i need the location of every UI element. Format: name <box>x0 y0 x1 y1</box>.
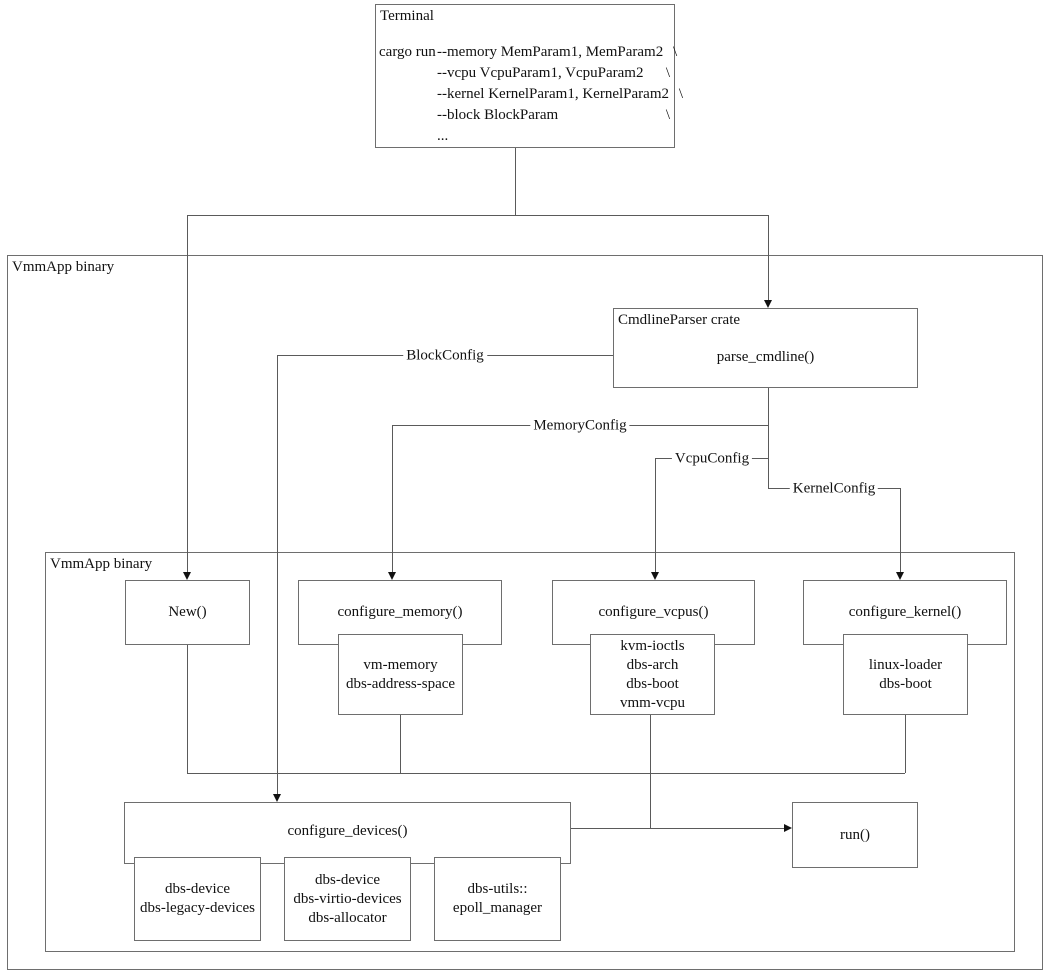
new-fn-label: New() <box>168 604 207 620</box>
devices-legacy-crates-box: dbs-device dbs-legacy-devices <box>134 857 261 941</box>
command-prefix-spacer <box>379 84 437 105</box>
kernel-crates-label: linux-loader dbs-boot <box>868 656 943 692</box>
command-arg: --memory MemParam1, MemParam2 <box>437 44 664 60</box>
devices-legacy-crates-label: dbs-device dbs-legacy-devices <box>140 881 255 916</box>
terminal-command: cargo run --memory MemParam1, MemParam2 … <box>379 42 683 147</box>
command-prefix: cargo run <box>379 44 436 60</box>
edge-to-new <box>187 215 188 573</box>
arrowhead-cmdline-parser-icon <box>764 300 772 308</box>
memory-crates-box: vm-memory dbs-address-space <box>338 634 463 715</box>
command-line: --kernel KernelParam1, KernelParam2 \ <box>379 84 683 105</box>
edge-vcpu-out <box>650 715 651 828</box>
command-prefix-spacer <box>379 105 437 126</box>
arrowhead-new-icon <box>183 572 191 580</box>
run-fn-label: run() <box>840 826 870 843</box>
edge-vcpuconfig-v <box>655 458 656 573</box>
configure-vcpus-box: configure_vcpus() <box>552 580 755 645</box>
edge-new-out <box>187 645 188 773</box>
configure-memory-label: configure_memory() <box>337 604 463 620</box>
edge-kernel-out <box>905 715 906 773</box>
kernel-crates-box: linux-loader dbs-boot <box>843 634 968 715</box>
line-continuation <box>656 126 670 147</box>
configure-vcpus-label: configure_vcpus() <box>598 604 709 620</box>
edge-to-cmdline-parser <box>768 215 769 301</box>
cmdline-parser-box: CmdlineParser crate parse_cmdline() <box>613 308 918 388</box>
command-arg: --block BlockParam <box>437 107 559 123</box>
run-fn-box: run() <box>792 802 918 868</box>
new-fn-box: New() <box>125 580 250 645</box>
arrowhead-run-icon <box>784 824 792 832</box>
vcpu-crates-box: kvm-ioctls dbs-arch dbs-boot vmm-vcpu <box>590 634 715 715</box>
vcpu-crates-label: kvm-ioctls dbs-arch dbs-boot vmm-vcpu <box>620 637 685 711</box>
devices-virtio-crates-label: dbs-device dbs-virtio-devices dbs-alloca… <box>293 871 402 926</box>
edge-terminal-down <box>515 148 516 215</box>
edge-collector <box>187 773 905 774</box>
terminal-box: Terminal cargo run --memory MemParam1, M… <box>375 4 683 148</box>
edge-label-vcpuconfig: VcpuConfig <box>671 450 753 468</box>
line-continuation: \ <box>665 107 670 123</box>
cmdline-parser-title: CmdlineParser crate <box>618 312 741 328</box>
command-arg: --vcpu VcpuParam1, VcpuParam2 <box>437 65 644 81</box>
parse-cmdline-label: parse_cmdline() <box>716 349 815 365</box>
configure-devices-label: configure_devices() <box>287 823 408 839</box>
command-line: --block BlockParam \ <box>379 105 670 126</box>
command-arg: ... <box>437 128 449 144</box>
edge-parser-out <box>768 388 769 488</box>
outer-vmmapp-container: VmmApp binary <box>7 255 1043 970</box>
edge-label-memoryconfig: MemoryConfig <box>530 417 630 435</box>
edge-memoryconfig-v <box>392 425 393 573</box>
inner-vmmapp-container: VmmApp binary <box>45 552 1015 952</box>
line-continuation: \ <box>665 65 670 81</box>
terminal-title: Terminal <box>380 8 434 24</box>
arrowhead-configure-memory-icon <box>388 572 396 580</box>
arrowhead-configure-vcpus-icon <box>651 572 659 580</box>
command-line: cargo run --memory MemParam1, MemParam2 … <box>379 42 677 63</box>
command-prefix-spacer <box>379 126 437 147</box>
edge-label-kernelconfig: KernelConfig <box>789 480 879 498</box>
command-line: --vcpu VcpuParam1, VcpuParam2 \ <box>379 63 670 84</box>
outer-vmmapp-label: VmmApp binary <box>12 259 115 275</box>
devices-virtio-crates-box: dbs-device dbs-virtio-devices dbs-alloca… <box>284 857 411 941</box>
arrowhead-configure-kernel-icon <box>896 572 904 580</box>
devices-utils-crates-box: dbs-utils:: epoll_manager <box>434 857 561 941</box>
edge-kernelconfig-v <box>900 488 901 573</box>
inner-vmmapp-label: VmmApp binary <box>50 556 153 572</box>
configure-kernel-label: configure_kernel() <box>848 604 962 620</box>
devices-utils-crates-label: dbs-utils:: epoll_manager <box>452 881 543 916</box>
line-continuation: \ <box>673 44 678 60</box>
memory-crates-label: vm-memory dbs-address-space <box>345 656 456 692</box>
edge-label-blockconfig: BlockConfig <box>403 347 487 365</box>
arrowhead-configure-devices-icon <box>273 794 281 802</box>
command-arg: --kernel KernelParam1, KernelParam2 <box>437 86 669 102</box>
command-prefix-spacer <box>379 63 437 84</box>
edge-devices-to-run <box>571 828 786 829</box>
edge-memory-out <box>400 715 401 773</box>
command-line: ... <box>379 126 670 147</box>
configure-devices-box: configure_devices() <box>124 802 571 864</box>
edge-blockconfig-v <box>277 355 278 795</box>
line-continuation: \ <box>678 86 683 102</box>
edge-top-split <box>187 215 768 216</box>
